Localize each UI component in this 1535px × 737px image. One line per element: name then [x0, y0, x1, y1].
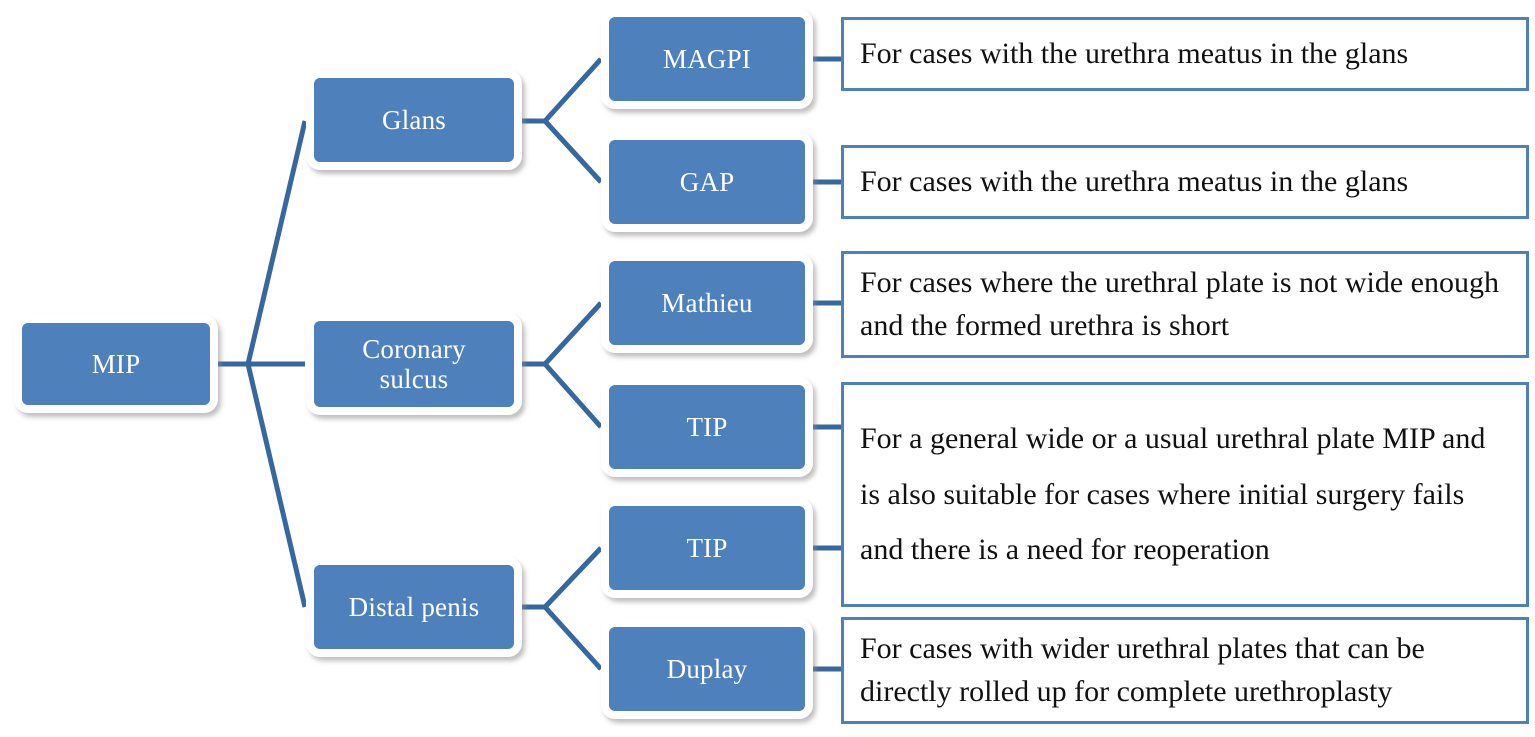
description-gap-text: For cases with the urethra meatus in the… [860, 164, 1409, 198]
description-magpi: For cases with the urethra meatus in the… [841, 17, 1529, 91]
node-magpi[interactable]: MAGPI [601, 9, 813, 109]
node-glans[interactable]: Glans [306, 70, 522, 170]
edge-mip-glans [245, 120, 308, 365]
node-coronary-sulcus[interactable]: Coronary sulcus [306, 313, 522, 415]
node-mip[interactable]: MIP [14, 315, 218, 413]
node-mathieu-label: Mathieu [661, 287, 753, 318]
edge-glans-magpi [543, 57, 603, 123]
description-magpi-text: For cases with the urethra meatus in the… [860, 36, 1409, 70]
description-duplay: For cases with wider urethral plates tha… [841, 617, 1529, 724]
edge-mip-distal [245, 363, 308, 608]
node-tip-coronary-label: TIP [686, 411, 728, 442]
description-mathieu-text: For cases where the urethral plate is no… [860, 265, 1499, 342]
edge-glans-gap [543, 119, 603, 184]
node-mathieu[interactable]: Mathieu [601, 253, 813, 353]
description-gap: For cases with the urethra meatus in the… [841, 145, 1529, 219]
node-glans-label: Glans [382, 104, 446, 135]
node-distal-penis[interactable]: Distal penis [306, 557, 522, 657]
node-tip-distal-label: TIP [686, 532, 728, 563]
node-mip-label: MIP [91, 348, 141, 379]
description-tip-shared-text: For a general wide or a usual urethral p… [860, 422, 1486, 567]
node-gap[interactable]: GAP [601, 132, 813, 232]
description-mathieu: For cases where the urethral plate is no… [841, 251, 1529, 358]
node-duplay-label: Duplay [666, 653, 748, 684]
node-coronary-sulcus-label: Coronary sulcus [362, 333, 466, 394]
edge-distal-duplay [543, 605, 603, 671]
edge-coronary-tip [543, 362, 603, 429]
node-magpi-label: MAGPI [662, 43, 751, 74]
description-duplay-text: For cases with wider urethral plates tha… [860, 631, 1425, 708]
node-duplay[interactable]: Duplay [601, 619, 813, 719]
description-tip-shared: For a general wide or a usual urethral p… [841, 382, 1529, 607]
node-gap-label: GAP [679, 166, 735, 197]
node-tip-distal[interactable]: TIP [601, 498, 813, 598]
edge-distal-tip [543, 546, 603, 609]
edge-coronary-mathieu [543, 301, 603, 366]
node-tip-coronary[interactable]: TIP [601, 377, 813, 477]
node-distal-penis-label: Distal penis [348, 591, 480, 622]
